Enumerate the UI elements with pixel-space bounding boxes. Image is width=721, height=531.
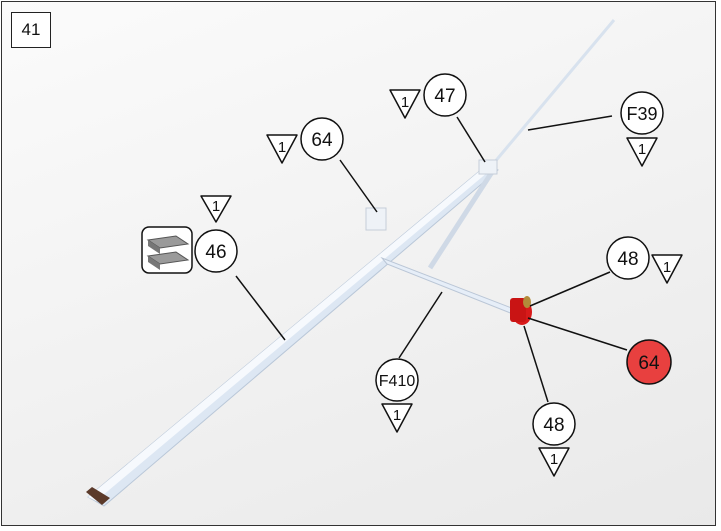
quantity-48-bottom: 1	[550, 451, 558, 468]
callout-48-bottom: 48 1	[533, 403, 575, 476]
main-boom	[86, 164, 498, 506]
part-number-64-red: 64	[638, 353, 660, 374]
part-number-f39: F39	[626, 104, 657, 124]
part-number-46: 46	[205, 242, 226, 263]
step-number: 41	[11, 12, 51, 48]
quantity-47: 1	[401, 94, 409, 111]
callout-f39: F39 1	[621, 92, 663, 166]
part-number-48-right: 48	[617, 249, 638, 270]
red-tube	[510, 296, 532, 325]
quantity-48-right: 1	[663, 259, 671, 276]
glue-sheets-icon	[142, 227, 192, 273]
leader-lines	[236, 116, 627, 402]
part-number-f410: F410	[379, 373, 416, 390]
part-number-47: 47	[434, 86, 455, 107]
callout-64-red: 64	[627, 340, 671, 384]
crossbar	[382, 258, 528, 320]
quantity-f410: 1	[393, 407, 401, 424]
callout-48-right: 48 1	[607, 237, 682, 283]
part-number-48-bottom: 48	[543, 415, 564, 436]
quantity-46: 1	[212, 198, 220, 215]
quantity-f39: 1	[638, 141, 646, 158]
part-number-64-top: 64	[311, 130, 333, 151]
callout-64-top: 64 1	[267, 118, 343, 163]
callout-f410: F410 1	[376, 359, 418, 432]
top-clip	[479, 160, 497, 174]
thin-mast	[488, 20, 614, 170]
quantity-64-top: 1	[278, 139, 286, 156]
callout-47: 47 1	[390, 74, 466, 118]
callout-46: 46 1	[195, 196, 237, 272]
